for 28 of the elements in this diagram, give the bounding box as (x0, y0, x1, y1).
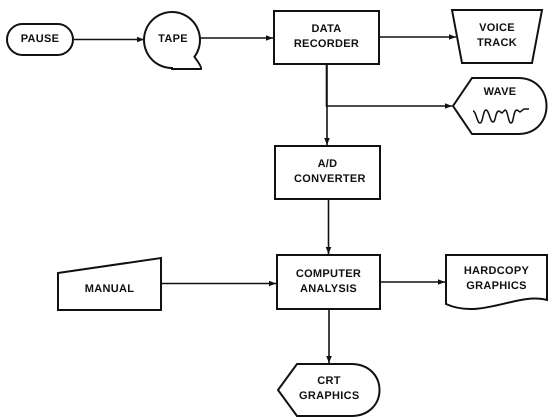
arrow (380, 34, 456, 40)
arrow (326, 200, 332, 254)
arrow (162, 280, 276, 286)
manual-operation-shape (451, 9, 543, 64)
node-label: PAUSE (20, 32, 60, 47)
node-label: CRT GRAPHICS (298, 374, 360, 404)
arrow (324, 65, 330, 145)
arrow (74, 36, 144, 42)
process-box (276, 254, 381, 310)
manual-input-shape (57, 257, 162, 311)
node-label: WAVE (482, 85, 518, 100)
arrow (200, 35, 273, 41)
process-box (274, 145, 381, 200)
node-label: DATA RECORDER (292, 22, 360, 52)
node-label: COMPUTER ANALYSIS (294, 267, 362, 297)
display-shape (277, 363, 381, 417)
process-box (273, 10, 380, 65)
terminal-shape (6, 23, 74, 56)
node-label: MANUAL (84, 282, 136, 297)
arrow (326, 310, 332, 363)
node-label: HARDCOPY GRAPHICS (462, 264, 530, 294)
node-label: TAPE (157, 32, 189, 47)
tape-symbol (144, 11, 202, 70)
arrow (381, 279, 445, 285)
display-shape (452, 77, 548, 135)
arrow (326, 65, 452, 109)
node-label: VOICE TRACK (476, 21, 518, 51)
node-label: A/D CONVERTER (293, 157, 367, 187)
